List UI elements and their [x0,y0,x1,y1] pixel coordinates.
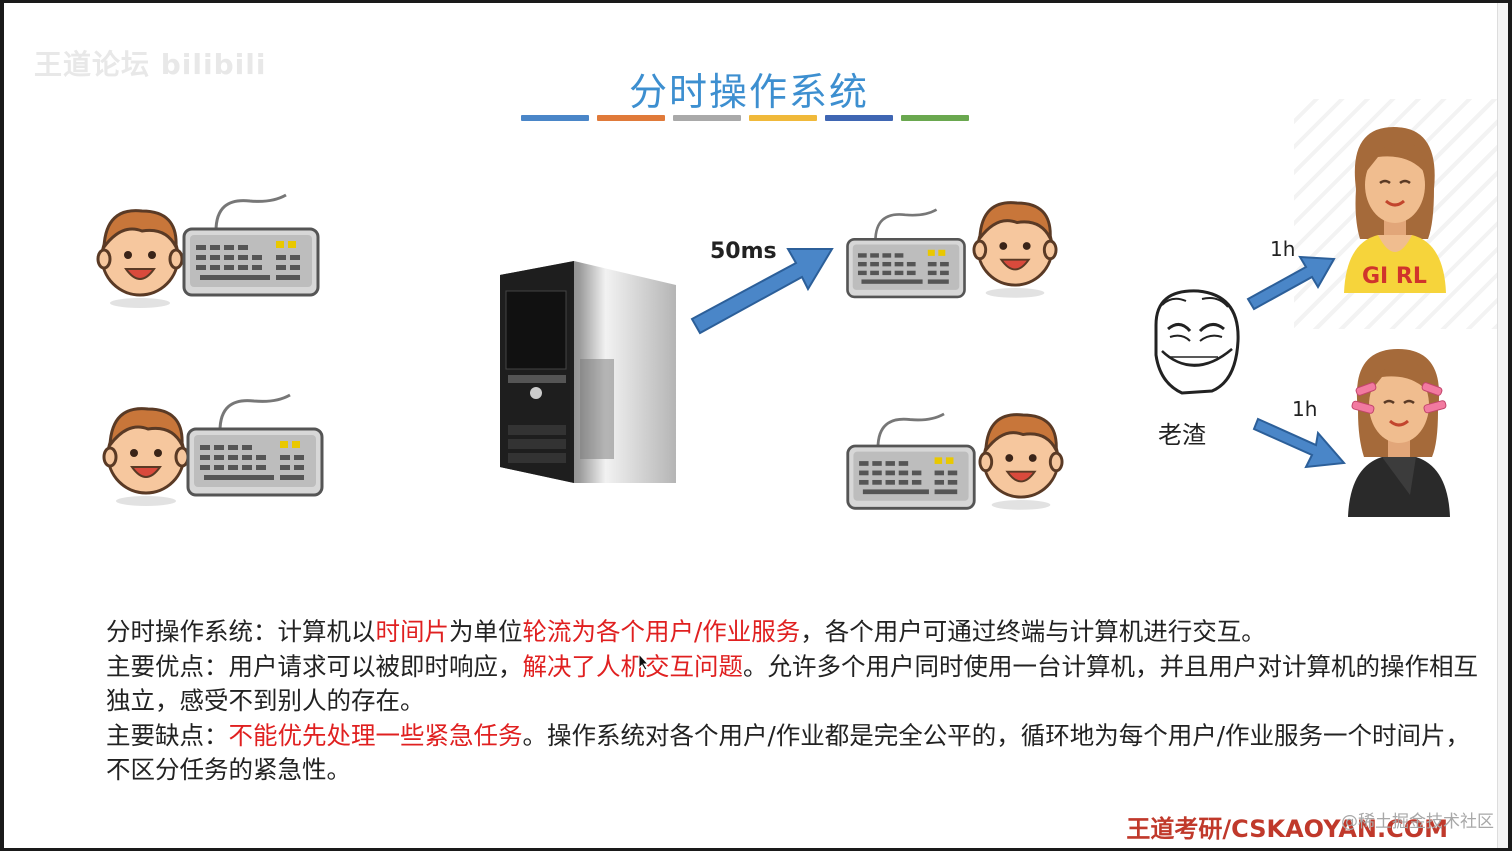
user-face-icon [978,405,1064,511]
woman-avatar-icon: GI RL [1338,123,1450,293]
text-segment: 主要缺点： [106,720,229,750]
arrow-label-1h-top: 1h [1270,237,1296,261]
text-segment: 。操作系统对各个用户/作业都是完全公平的，循环地为每个用户/作业服务一个时间片，… [106,720,1471,785]
highlighted-phrase: 时间片 [375,617,450,646]
title-underline-bar [673,115,741,121]
title-underline-bar [749,115,817,121]
title-underline-bar [825,115,893,121]
text-segment: ，各个用户可通过终端与计算机进行交互。 [800,617,1266,646]
window-edge [1497,3,1508,848]
footer-brand: 王道考研/CSKAOYAN.COM [1126,815,1448,843]
keyboard-icon [184,391,326,503]
explanation-text: 分时操作系统：计算机以时间片为单位轮流为各个用户/作业服务，各个用户可通过终端与… [106,615,1486,788]
text-definition: 分时操作系统：计算机以时间片为单位轮流为各个用户/作业服务，各个用户可通过终端与… [106,615,1486,650]
highlighted-phrase: 解决了人机交互问题 [522,651,744,681]
text-segment: 。允许多个用户同时使用一台计算机，并且用户对计算机的操作相互独立，感受不到别人的… [106,651,1478,716]
arrow-icon [1252,403,1348,473]
keyboard-icon [180,191,322,303]
highlighted-phrase: 不能优先处理一些紧急任务 [228,720,523,750]
text-advantages: 主要优点：用户请求可以被即时响应，解决了人机交互问题。允许多个用户同时使用一台计… [106,650,1486,719]
title-underline-bar [901,115,969,121]
slide-title: 分时操作系统 [628,70,869,114]
arrow-icon [684,233,840,343]
arrow-icon [1242,243,1338,313]
text-segment: 分时操作系统：计算机以 [106,617,376,646]
text-segment: 为单位 [449,617,523,646]
text-disadvantages: 主要缺点：不能优先处理一些紧急任务。操作系统对各个用户/作业都是完全公平的，循环… [106,719,1486,788]
arrow-label-50ms: 50ms [710,239,777,264]
user-face-icon [96,201,184,309]
footer-watermark: @稀土掘金技术社区 [1341,812,1494,832]
user-face-icon [972,193,1058,299]
keyboard-icon [844,409,978,517]
slide: 王道论坛 bilibili 分时操作系统 [4,3,1508,848]
woman-avatar-icon [1340,345,1456,517]
arrow-label-1h-bottom: 1h [1292,397,1318,421]
text-segment: 主要优点：用户请求可以被即时响应， [106,651,523,681]
highlighted-phrase: 轮流为各个用户/作业服务 [522,617,801,646]
girl-shirt-text: GI RL [1362,264,1427,289]
person-label: 老渣 [1158,421,1206,449]
troll-face-icon [1142,285,1246,399]
title-underline-bar [521,115,589,121]
keyboard-icon [844,205,968,305]
mouse-cursor-icon [638,653,650,671]
user-face-icon [102,399,190,507]
video-watermark: 王道论坛 bilibili [34,48,267,81]
server-tower-icon [494,255,684,487]
title-underline-bar [597,115,665,121]
